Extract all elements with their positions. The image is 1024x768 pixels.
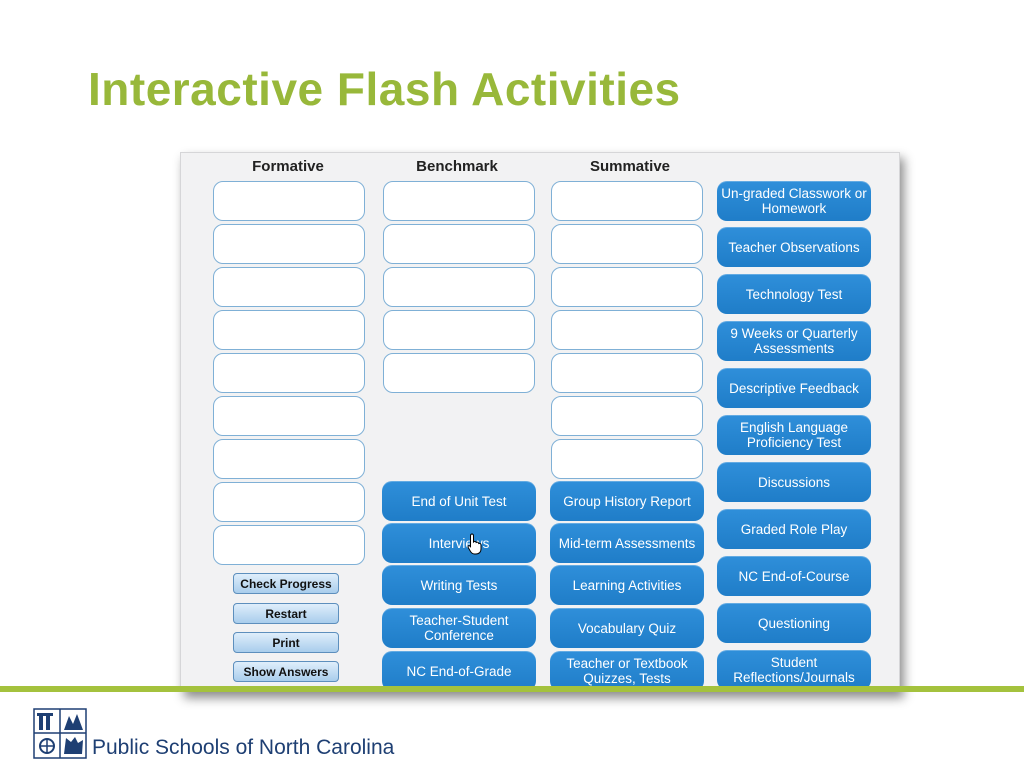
tile-writing-tests[interactable]: Writing Tests bbox=[382, 565, 536, 605]
summative-slot-6[interactable] bbox=[551, 396, 703, 436]
tile-discussions[interactable]: Discussions bbox=[717, 462, 871, 502]
summative-slot-7[interactable] bbox=[551, 439, 703, 479]
formative-slot-8[interactable] bbox=[213, 482, 365, 522]
tile-student-reflections[interactable]: Student Reflections/Journals bbox=[717, 650, 871, 690]
tile-teacher-student-conference[interactable]: Teacher-Student Conference bbox=[382, 608, 536, 648]
formative-slot-9[interactable] bbox=[213, 525, 365, 565]
restart-button[interactable]: Restart bbox=[233, 603, 339, 624]
tile-learning-activities[interactable]: Learning Activities bbox=[550, 565, 704, 605]
formative-slot-1[interactable] bbox=[213, 181, 365, 221]
summative-slot-3[interactable] bbox=[551, 267, 703, 307]
formative-header: Formative bbox=[252, 158, 324, 175]
print-button[interactable]: Print bbox=[233, 632, 339, 653]
formative-slot-4[interactable] bbox=[213, 310, 365, 350]
formative-slot-2[interactable] bbox=[213, 224, 365, 264]
tile-interviews[interactable]: Interviews bbox=[382, 523, 536, 563]
tile-ungraded-classwork[interactable]: Un-graded Classwork or Homework bbox=[717, 181, 871, 221]
summative-header: Summative bbox=[589, 158, 671, 175]
tile-questioning[interactable]: Questioning bbox=[717, 603, 871, 643]
tile-group-history-report[interactable]: Group History Report bbox=[550, 481, 704, 521]
benchmark-slot-4[interactable] bbox=[383, 310, 535, 350]
tile-nc-end-of-grade[interactable]: NC End-of-Grade bbox=[382, 651, 536, 691]
footer-org-name: Public Schools of North Carolina bbox=[92, 736, 395, 759]
tile-end-of-unit-test[interactable]: End of Unit Test bbox=[382, 481, 536, 521]
tile-nc-end-of-course[interactable]: NC End-of-Course bbox=[717, 556, 871, 596]
tile-9-weeks-quarterly[interactable]: 9 Weeks or Quarterly Assessments bbox=[717, 321, 871, 361]
formative-slot-6[interactable] bbox=[213, 396, 365, 436]
green-rule bbox=[0, 686, 1024, 692]
tile-mid-term-assessments[interactable]: Mid-term Assessments bbox=[550, 523, 704, 563]
tile-teacher-or-textbook-quizzes[interactable]: Teacher or Textbook Quizzes, Tests bbox=[550, 651, 704, 691]
summative-slot-4[interactable] bbox=[551, 310, 703, 350]
tile-teacher-observations[interactable]: Teacher Observations bbox=[717, 227, 871, 267]
benchmark-header: Benchmark bbox=[416, 158, 498, 175]
formative-slot-5[interactable] bbox=[213, 353, 365, 393]
benchmark-slot-5[interactable] bbox=[383, 353, 535, 393]
show-answers-button[interactable]: Show Answers bbox=[233, 661, 339, 682]
tile-technology-test[interactable]: Technology Test bbox=[717, 274, 871, 314]
formative-slot-7[interactable] bbox=[213, 439, 365, 479]
summative-slot-2[interactable] bbox=[551, 224, 703, 264]
tile-descriptive-feedback[interactable]: Descriptive Feedback bbox=[717, 368, 871, 408]
tile-vocabulary-quiz[interactable]: Vocabulary Quiz bbox=[550, 608, 704, 648]
summative-slot-5[interactable] bbox=[551, 353, 703, 393]
summative-slot-1[interactable] bbox=[551, 181, 703, 221]
benchmark-slot-2[interactable] bbox=[383, 224, 535, 264]
tile-graded-role-play[interactable]: Graded Role Play bbox=[717, 509, 871, 549]
formative-slot-3[interactable] bbox=[213, 267, 365, 307]
activity-panel: Formative Benchmark Summative End of Uni… bbox=[180, 152, 900, 692]
check-progress-button[interactable]: Check Progress bbox=[233, 573, 339, 594]
benchmark-slot-3[interactable] bbox=[383, 267, 535, 307]
benchmark-slot-1[interactable] bbox=[383, 181, 535, 221]
slide-title: Interactive Flash Activities bbox=[88, 63, 681, 115]
tile-english-language-proficiency[interactable]: English Language Proficiency Test bbox=[717, 415, 871, 455]
nc-schools-logo-icon bbox=[33, 708, 87, 759]
